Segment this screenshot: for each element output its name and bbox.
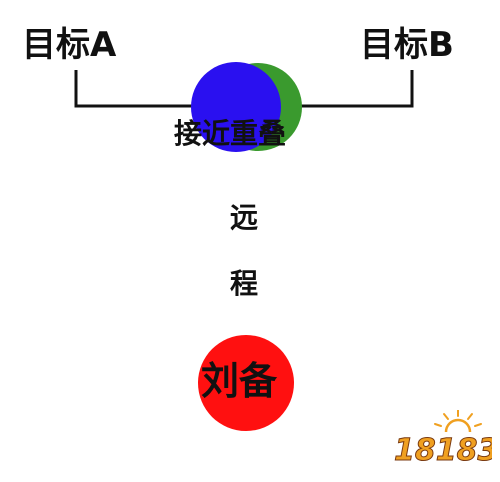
watermark-logo: 18183 — [392, 409, 499, 472]
ranged-label-char-2: 程 — [230, 267, 259, 300]
blue-circle — [191, 62, 281, 152]
target-b-label: 目标B — [360, 25, 454, 65]
ranged-label-char-1: 远 — [230, 201, 259, 234]
overlap-label: 接近重叠 — [174, 117, 287, 150]
target-b-connector-line — [300, 70, 414, 108]
watermark-logo-graphic: 18183 — [394, 409, 499, 469]
red-circle — [198, 335, 294, 431]
sun-rays-icon — [434, 409, 482, 427]
unit-label: 刘备 — [201, 359, 278, 403]
sun-arc-icon — [444, 418, 472, 433]
target-a-label: 目标A — [22, 25, 117, 65]
target-a-connector-line — [74, 70, 200, 108]
watermark-text: 18183 — [394, 433, 492, 468]
